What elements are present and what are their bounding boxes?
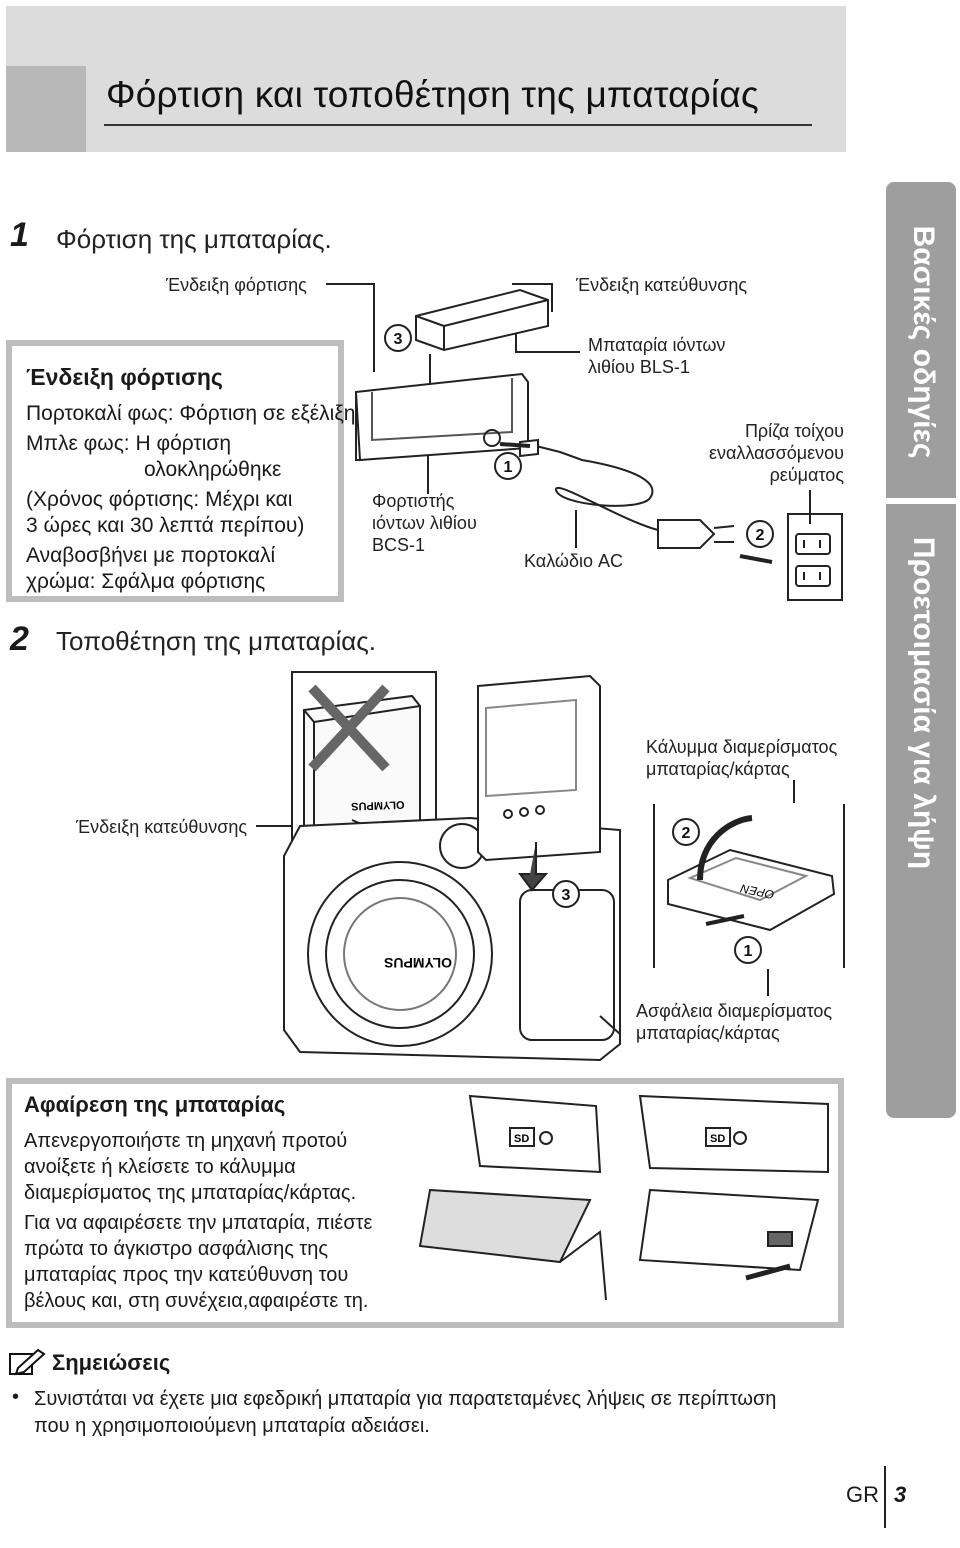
remove-illustration-2: [638, 1094, 829, 1281]
open-marking: OPEN: [739, 881, 776, 902]
remove-box-line: βέλους και, στη συνέχεια,αφαιρέστε τη.: [24, 1290, 369, 1312]
title-underline: [104, 124, 812, 126]
label-wall-outlet-line: ρεύματος: [769, 465, 844, 485]
leader-line: [515, 330, 580, 353]
charge-box-line: χρώμα: Σφάλμα φόρτισης: [26, 570, 266, 593]
footer-language: GR: [846, 1482, 879, 1507]
compartment-cover-panel: [653, 803, 845, 969]
label-battery-line: λιθίου BLS-1: [588, 357, 690, 377]
callout-three: 3: [394, 331, 403, 348]
notes-line: Συνιστάται να έχετε μια εφεδρική μπαταρί…: [34, 1388, 777, 1410]
leader-line: [512, 283, 553, 312]
label-charger-line: Φορτιστής: [372, 491, 455, 511]
label-charger-line: ιόντων λιθίου: [372, 513, 477, 533]
remove-box-title: Αφαίρεση της μπαταρίας: [24, 1092, 286, 1117]
notes-pencil-icon: [9, 1348, 46, 1376]
charge-box-line: Πορτοκαλί φως: Φόρτιση σε εξέλιξη: [26, 402, 356, 425]
page-number: 3: [894, 1482, 907, 1507]
battery-illustration-top: [415, 288, 549, 352]
remove-box-line: μπαταρίας προς την κατεύθυνση του: [24, 1264, 349, 1286]
cross-mark-icon: [308, 684, 390, 772]
label-direction-indicator-left: Ένδειξη κατεύθυνσης: [76, 817, 248, 837]
charge-box-line: (Χρόνος φόρτισης: Μέχρι και: [26, 488, 293, 511]
label-compartment-cover-line: Κάλυμμα διαμερίσματος: [646, 737, 838, 757]
page-title: Φόρτιση και τοποθέτηση της μπαταρίας: [106, 74, 759, 115]
label-battery-line: Μπαταρία ιόντων: [588, 335, 726, 355]
callout-two: 2: [682, 825, 691, 842]
sd-marking: SD: [514, 1133, 529, 1145]
label-wall-outlet-line: εναλλασσόμενου: [708, 443, 844, 463]
charge-box-line: 3 ώρες και 30 λεπτά περίπου): [26, 514, 305, 537]
header-tab-block: [6, 66, 86, 152]
remove-battery-box: Αφαίρεση της μπαταρίας Απενεργοποιήστε τ…: [6, 1078, 844, 1328]
charger-illustration: [354, 354, 529, 462]
label-battery: Μπαταρία ιόντων λιθίου BLS-1: [588, 334, 725, 378]
sd-marking: SD: [710, 1133, 725, 1145]
label-wall-outlet-line: Πρίζα τοίχου: [744, 421, 844, 441]
charge-box-line: Μπλε φως: Η φόρτιση: [26, 432, 232, 455]
callout-circle-icon: [384, 324, 774, 964]
label-compartment-lock: Ασφάλεια διαμερίσματος μπαταρίας/κάρτας: [636, 1000, 832, 1044]
charge-box-title: Ένδειξη φόρτισης: [26, 364, 223, 390]
callout-one: 1: [744, 943, 753, 960]
wall-outlet-illustration: [787, 513, 843, 601]
remove-box-line: Απενεργοποιήστε τη μηχανή προτού: [24, 1130, 348, 1152]
brand-marking-camera: OLYMPUS: [384, 955, 452, 971]
label-direction-indicator-top: Ένδειξη κατεύθυνσης: [576, 275, 748, 295]
callout-one: 1: [504, 459, 513, 476]
label-compartment-lock-line: Ασφάλεια διαμερίσματος: [636, 1001, 833, 1021]
header-band: [6, 6, 846, 152]
notes-line: που η χρησιμοποιούμενη μπαταρία αδειάσει…: [34, 1415, 430, 1437]
footer-divider: [884, 1466, 886, 1528]
charge-box-line: ολοκληρώθηκε: [144, 458, 282, 481]
label-charge-indicator: Ένδειξη φόρτισης: [166, 275, 307, 295]
remove-illustration-1: [411, 1094, 607, 1317]
label-ac-cable: Καλώδιο AC: [524, 551, 624, 571]
callout-two: 2: [756, 527, 765, 544]
step-2-text: Τοποθέτηση της μπαταρίας.: [56, 626, 377, 656]
step-1-text: Φόρτιση της μπαταρίας.: [56, 224, 332, 254]
leader-line: [326, 283, 375, 372]
label-charger-line: BCS-1: [372, 535, 426, 555]
side-tab-lower-label: Προετοιμασία για λήψη: [907, 536, 940, 870]
remove-box-line: ανοίξετε ή κλείσετε το κάλυμμα: [24, 1156, 296, 1178]
battery-illustration-insert: [477, 674, 601, 892]
ac-cable-illustration: [519, 438, 735, 549]
arrow-icon: [739, 554, 773, 564]
label-wall-outlet: Πρίζα τοίχου εναλλασσόμενου ρεύματος: [700, 420, 844, 486]
arrow-icon: [499, 442, 531, 448]
charge-indicator-box: Ένδειξη φόρτισης Πορτοκαλί φως: Φόρτιση …: [6, 340, 355, 602]
brand-marking-battery: OLYMPUS: [351, 798, 405, 812]
label-charger: Φορτιστής ιόντων λιθίου BCS-1: [372, 490, 477, 556]
notes-bullet: •: [12, 1386, 20, 1408]
remove-box-line: πρώτα το άγκιστρο ασφάλισης της: [24, 1238, 329, 1260]
remove-box-line: Για να αφαιρέσετε την μπαταρία, πιέστε: [24, 1212, 373, 1234]
label-compartment-cover-line: μπαταρίας/κάρτας: [646, 759, 790, 779]
label-compartment-cover: Κάλυμμα διαμερίσματος μπαταρίας/κάρτας: [646, 736, 837, 780]
charge-box-line: Αναβοσβήνει με πορτοκαλί: [26, 544, 276, 567]
remove-box-line: διαμερίσματος της μπαταρίας/κάρτας.: [24, 1182, 357, 1204]
side-tab-upper-label: Βασικές οδηγίες: [907, 225, 940, 459]
label-compartment-lock-line: μπαταρίας/κάρτας: [636, 1023, 780, 1043]
side-tab: [886, 182, 956, 1118]
notes-title: Σημειώσεις: [52, 1350, 171, 1375]
step-1-number: 1: [10, 216, 29, 254]
notes-text: Συνιστάται να έχετε μια εφεδρική μπαταρί…: [34, 1386, 776, 1440]
callout-three: 3: [562, 887, 571, 904]
step-2-number: 2: [10, 620, 29, 658]
side-tab-divider: [886, 498, 956, 504]
